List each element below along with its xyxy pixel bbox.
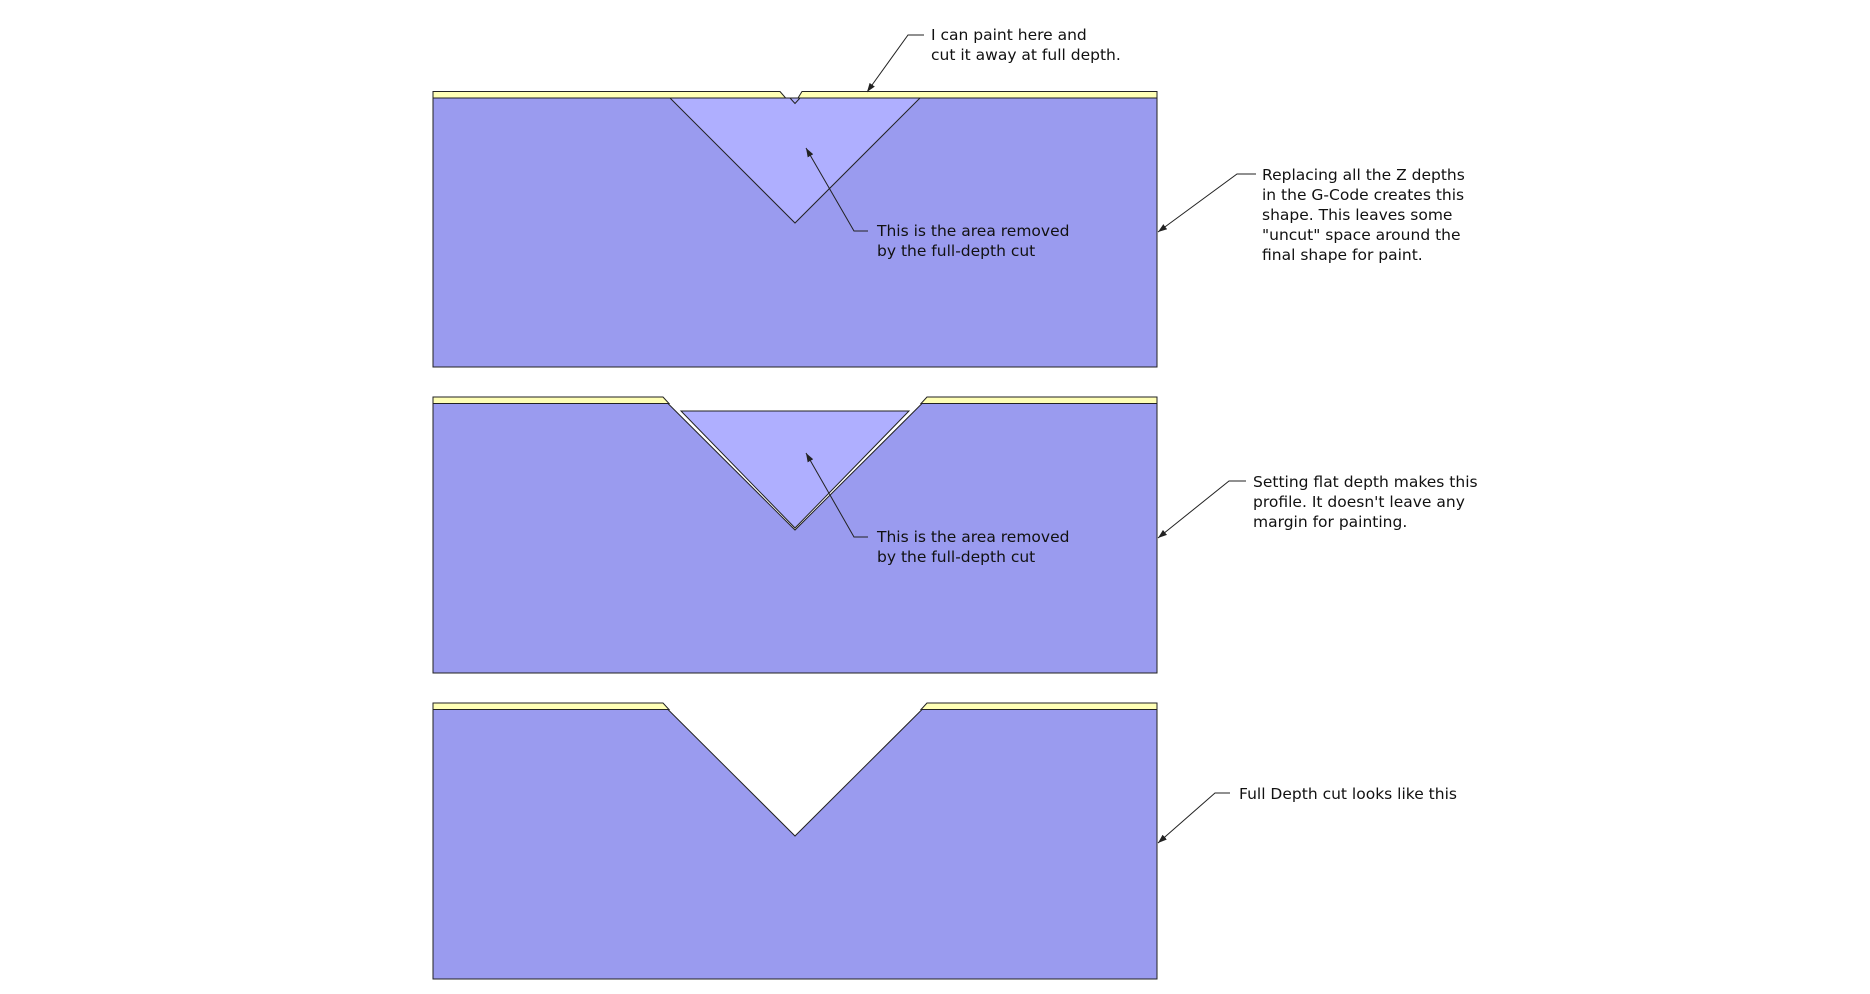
paint-layer-left bbox=[432, 396, 671, 404]
removed-area bbox=[668, 97, 922, 224]
leader-removed-area-2 bbox=[805, 452, 868, 538]
paint-note: I can paint here and cut it away at full… bbox=[931, 26, 1121, 64]
paint-layer-left bbox=[432, 702, 671, 710]
profile-panel-1 bbox=[432, 91, 1158, 368]
leader-paint-note bbox=[866, 34, 924, 93]
paint-layer-right bbox=[919, 702, 1158, 710]
profile-panel-2 bbox=[432, 396, 1158, 674]
leader-removed-area-1 bbox=[805, 147, 868, 232]
material-block bbox=[432, 709, 1158, 980]
description-panel-3: Full Depth cut looks like this bbox=[1239, 785, 1457, 803]
removed-area-label-1: This is the area removed by the full-dep… bbox=[877, 222, 1070, 260]
removed-area bbox=[679, 410, 911, 529]
paint-layer-right bbox=[797, 91, 1158, 99]
paint-notch bbox=[789, 97, 801, 105]
removed-area-label-2: This is the area removed by the full-dep… bbox=[877, 528, 1070, 566]
leader-description-1 bbox=[1157, 173, 1256, 233]
profile-panel-3 bbox=[432, 702, 1158, 980]
description-panel-2: Setting flat depth makes this profile. I… bbox=[1253, 473, 1478, 531]
description-panel-1: Replacing all the Z depths in the G-Code… bbox=[1262, 166, 1465, 264]
leader-description-3 bbox=[1157, 792, 1230, 844]
paint-layer-right bbox=[919, 396, 1158, 404]
leader-description-2 bbox=[1157, 480, 1246, 539]
